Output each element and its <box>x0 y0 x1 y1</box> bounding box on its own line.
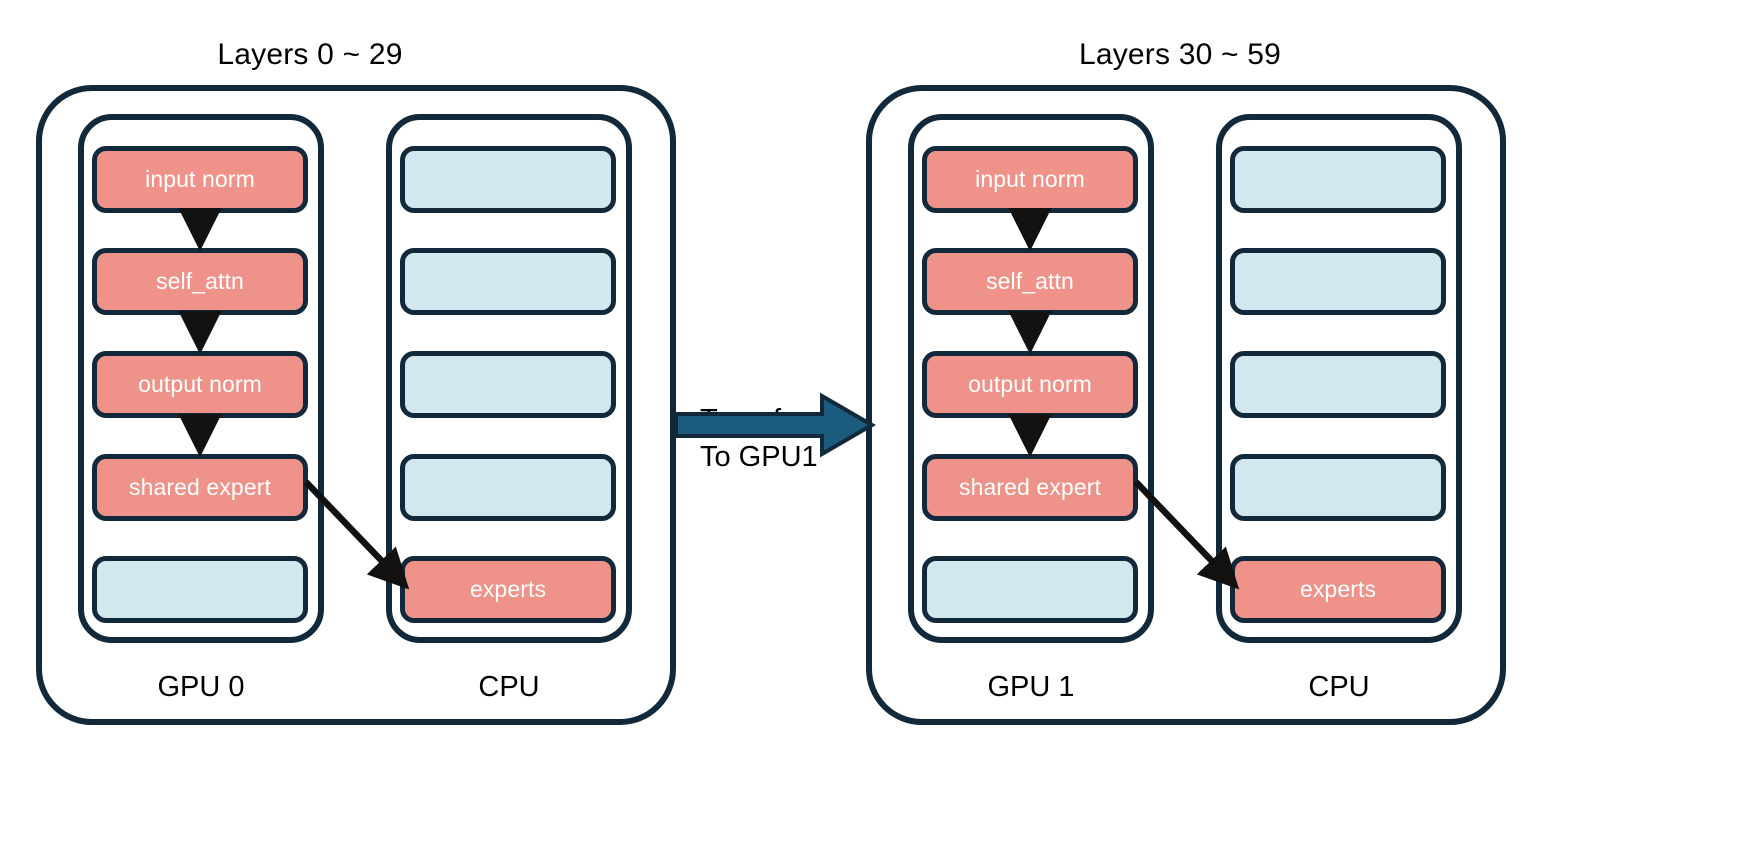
transfer-label: Transfer To GPU1 <box>700 402 818 475</box>
module-label: experts <box>1299 576 1377 602</box>
group-title-left: Layers 0 ~ 29 <box>217 38 403 71</box>
module-self-attn-gpu0[interactable]: self_attn <box>92 248 308 315</box>
module-output-norm-gpu0[interactable]: output norm <box>92 351 308 418</box>
module-placeholder-cpu-right-1[interactable] <box>1230 146 1446 213</box>
module-label: self_attn <box>156 268 244 294</box>
group-title-right: Layers 30 ~ 59 <box>1078 38 1282 71</box>
module-placeholder-cpu-left-3[interactable] <box>400 351 616 418</box>
module-experts-cpu-left[interactable]: experts <box>400 556 616 623</box>
column-label-gpu0: GPU 0 <box>157 671 245 703</box>
module-input-norm-gpu0[interactable]: input norm <box>92 146 308 213</box>
module-placeholder-cpu-left-4[interactable] <box>400 454 616 521</box>
module-shared-expert-gpu1[interactable]: shared expert <box>922 454 1138 521</box>
module-label: output norm <box>968 371 1092 397</box>
transfer-label-line1: Transfer <box>700 404 807 436</box>
module-label: shared expert <box>959 474 1101 500</box>
module-placeholder-cpu-right-4[interactable] <box>1230 454 1446 521</box>
module-input-norm-gpu1[interactable]: input norm <box>922 146 1138 213</box>
module-label: experts <box>469 576 547 602</box>
module-experts-cpu-right[interactable]: experts <box>1230 556 1446 623</box>
module-label: self_attn <box>986 268 1074 294</box>
column-label-cpu-right: CPU <box>1308 671 1370 703</box>
module-label: input norm <box>145 166 255 192</box>
module-self-attn-gpu1[interactable]: self_attn <box>922 248 1138 315</box>
column-label-gpu1: GPU 1 <box>987 671 1075 703</box>
module-placeholder-cpu-right-3[interactable] <box>1230 351 1446 418</box>
module-label: input norm <box>975 166 1085 192</box>
module-placeholder-gpu0[interactable] <box>92 556 308 623</box>
transfer-label-line2: To GPU1 <box>700 440 818 473</box>
module-placeholder-cpu-right-2[interactable] <box>1230 248 1446 315</box>
module-shared-expert-gpu0[interactable]: shared expert <box>92 454 308 521</box>
module-placeholder-gpu1[interactable] <box>922 556 1138 623</box>
module-label: shared expert <box>129 474 271 500</box>
module-label: output norm <box>138 371 262 397</box>
column-label-cpu-left: CPU <box>478 671 540 703</box>
module-placeholder-cpu-left-1[interactable] <box>400 146 616 213</box>
module-output-norm-gpu1[interactable]: output norm <box>922 351 1138 418</box>
module-placeholder-cpu-left-2[interactable] <box>400 248 616 315</box>
